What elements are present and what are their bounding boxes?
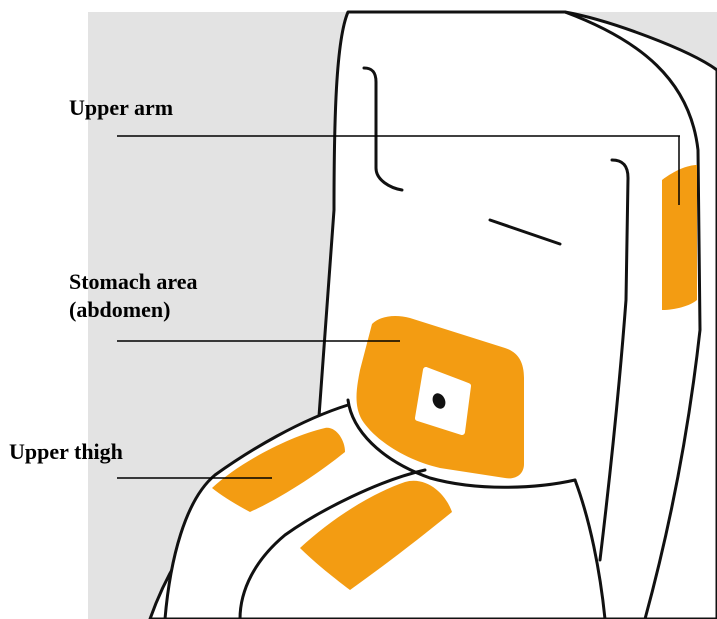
stomach-label-line2: (abdomen) — [69, 296, 198, 324]
stomach-area-label: Stomach area (abdomen) — [69, 268, 198, 324]
stomach-label-line1: Stomach area — [69, 268, 198, 296]
upper-thigh-label: Upper thigh — [9, 438, 123, 466]
upper-arm-label: Upper arm — [69, 94, 173, 122]
